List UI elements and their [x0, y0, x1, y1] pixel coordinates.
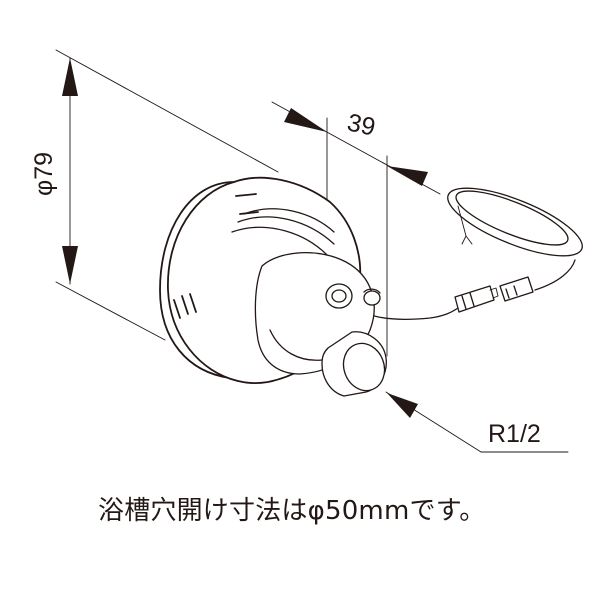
extension-line-top — [55, 49, 279, 173]
slot-top-2 — [239, 211, 259, 215]
cable-assembly — [339, 187, 583, 320]
threaded-pipe — [321, 331, 387, 397]
thread-leader: R1/2 — [385, 391, 569, 453]
diameter-dimension: φ79 — [30, 49, 279, 341]
fitting-body — [159, 176, 387, 397]
arrow-up-icon — [62, 58, 78, 96]
groove-2 — [237, 216, 335, 245]
cable-coil-outer — [447, 187, 583, 257]
arrow-down-icon — [62, 246, 78, 284]
slot-top-1 — [235, 193, 257, 197]
sensor-cap — [363, 290, 381, 306]
arrow-right-icon — [284, 108, 327, 132]
depth-dimension: 39 — [271, 101, 441, 357]
collar-edge — [269, 329, 323, 361]
cable-end-wires — [457, 205, 473, 245]
side-slot-1 — [173, 299, 181, 319]
cable-coil-inner — [455, 190, 569, 246]
connector-male — [454, 285, 499, 313]
side-slot-2 — [181, 295, 189, 315]
connector-female — [499, 276, 534, 302]
side-slot-3 — [189, 293, 197, 313]
groove-3 — [231, 226, 331, 259]
thread-label: R1/2 — [488, 420, 541, 448]
pipe-end — [342, 342, 386, 392]
extension-line-bottom — [55, 281, 166, 341]
leader-arrow-icon — [387, 393, 418, 418]
depth-label: 39 — [345, 108, 378, 141]
arrow-left-icon — [387, 166, 428, 186]
groove-1 — [243, 208, 335, 233]
diameter-label: φ79 — [30, 152, 58, 196]
sensor-boss — [325, 283, 381, 309]
note-text: 浴槽穴開け寸法はφ50mmです。 — [98, 496, 486, 526]
cable-coil-lead — [534, 259, 576, 291]
